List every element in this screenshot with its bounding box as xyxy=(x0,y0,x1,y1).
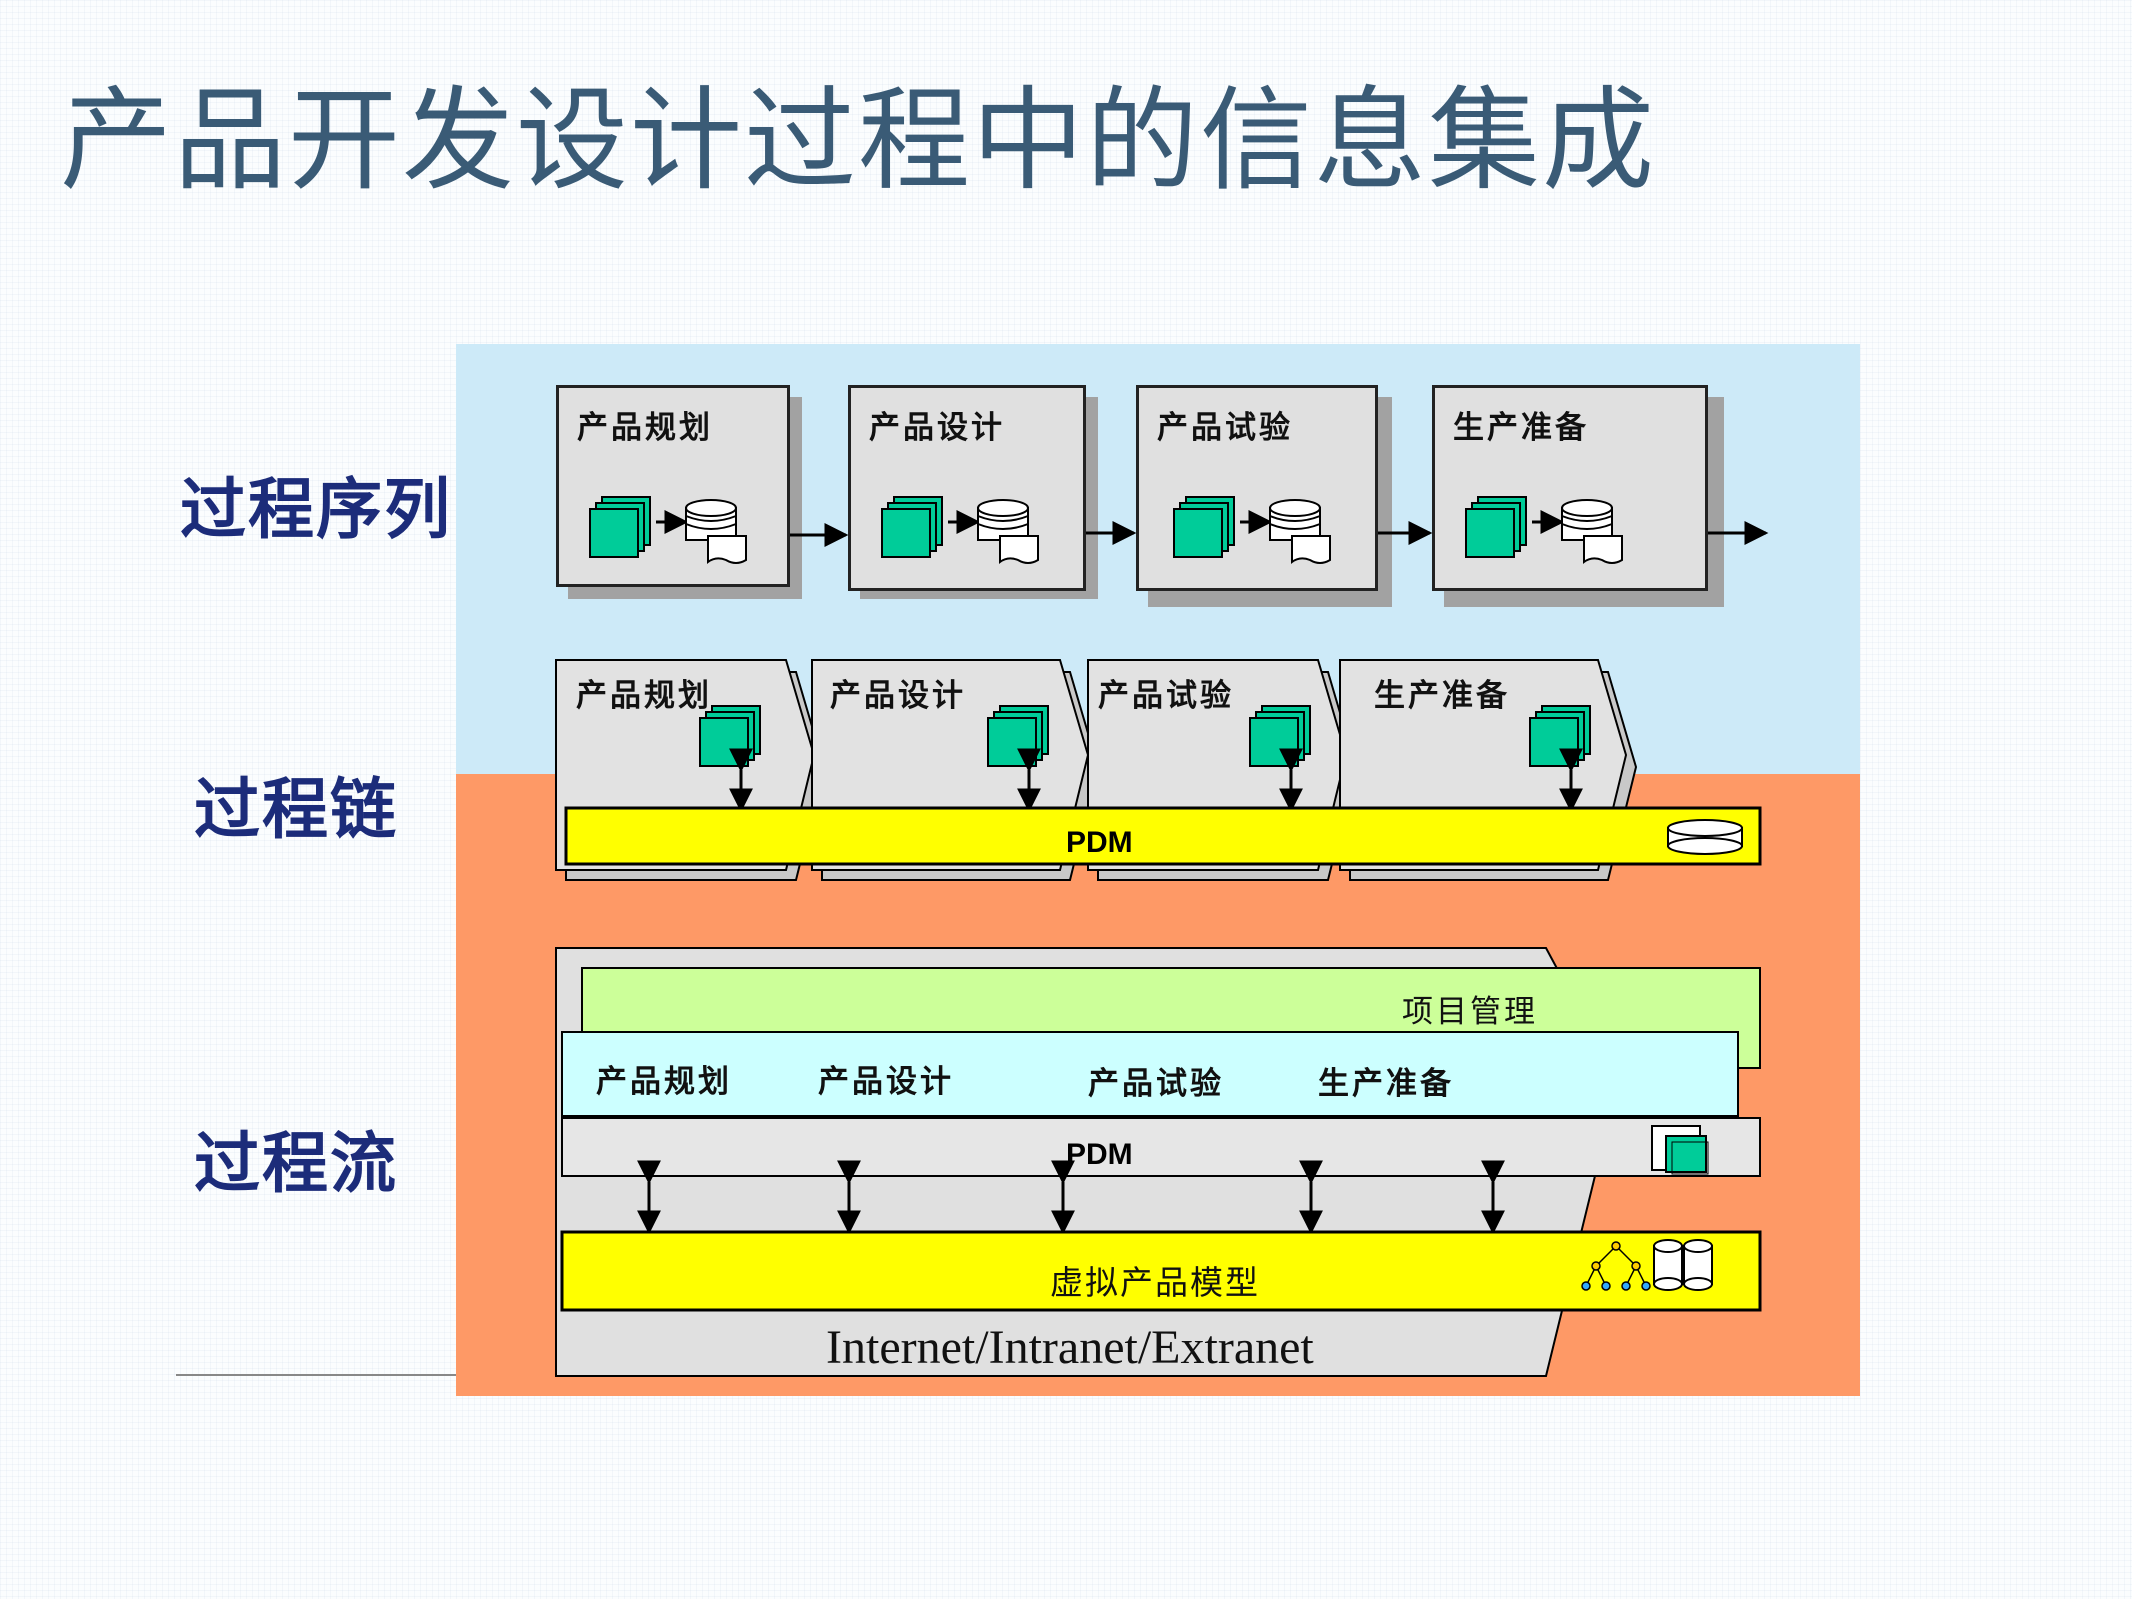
tree-icon xyxy=(1581,1241,1651,1291)
flow-stage-label: 产品设计 xyxy=(818,1064,954,1100)
icon-group-design xyxy=(881,496,1039,564)
sequence-box-planning: 产品规划 xyxy=(556,385,790,587)
virtual-model-bar xyxy=(560,1230,1762,1312)
project-management-label: 项目管理 xyxy=(1402,994,1538,1030)
flow-updown-arrows xyxy=(637,1160,1505,1235)
chain-stage-label: 产品规划 xyxy=(576,678,712,714)
slide-title: 产品开发设计过程中的信息集成 xyxy=(60,76,1656,206)
icon-group-planning xyxy=(589,496,747,564)
divider-line xyxy=(176,1374,456,1376)
chain-stage-label: 生产准备 xyxy=(1374,678,1510,714)
flow-stage-label: 产品规划 xyxy=(596,1064,732,1100)
chain-stage-label: 产品试验 xyxy=(1098,678,1234,714)
flow-pdm-bar xyxy=(561,1117,1761,1177)
flow-pdm-label: PDM xyxy=(1066,1138,1133,1171)
flow-stage-label: 生产准备 xyxy=(1318,1066,1454,1102)
network-label: Internet/Intranet/Extranet xyxy=(826,1321,1314,1374)
chain-pdm-bar xyxy=(564,806,1762,866)
window-icon xyxy=(1651,1125,1709,1175)
stage-label: 产品规划 xyxy=(577,410,713,446)
chain-stage-label: 产品设计 xyxy=(830,678,966,714)
icon-group-test xyxy=(1173,496,1331,564)
chain-pdm-label: PDM xyxy=(1066,826,1133,859)
label-process-chain: 过程链 xyxy=(194,770,398,848)
virtual-model-label: 虚拟产品模型 xyxy=(1050,1263,1260,1302)
label-process-sequence: 过程序列 xyxy=(180,470,452,548)
flow-stage-label: 产品试验 xyxy=(1088,1066,1224,1102)
stage-label: 产品设计 xyxy=(869,410,1005,446)
flow-stage-bar xyxy=(561,1031,1739,1117)
label-process-flow: 过程流 xyxy=(194,1124,398,1202)
stage-label: 生产准备 xyxy=(1453,410,1589,446)
database-icon xyxy=(1667,819,1743,855)
icon-group-production xyxy=(1465,496,1623,564)
stage-label: 产品试验 xyxy=(1157,410,1293,446)
database-pair-icon xyxy=(1653,1239,1713,1291)
chain-updown-arrows xyxy=(729,748,1583,813)
